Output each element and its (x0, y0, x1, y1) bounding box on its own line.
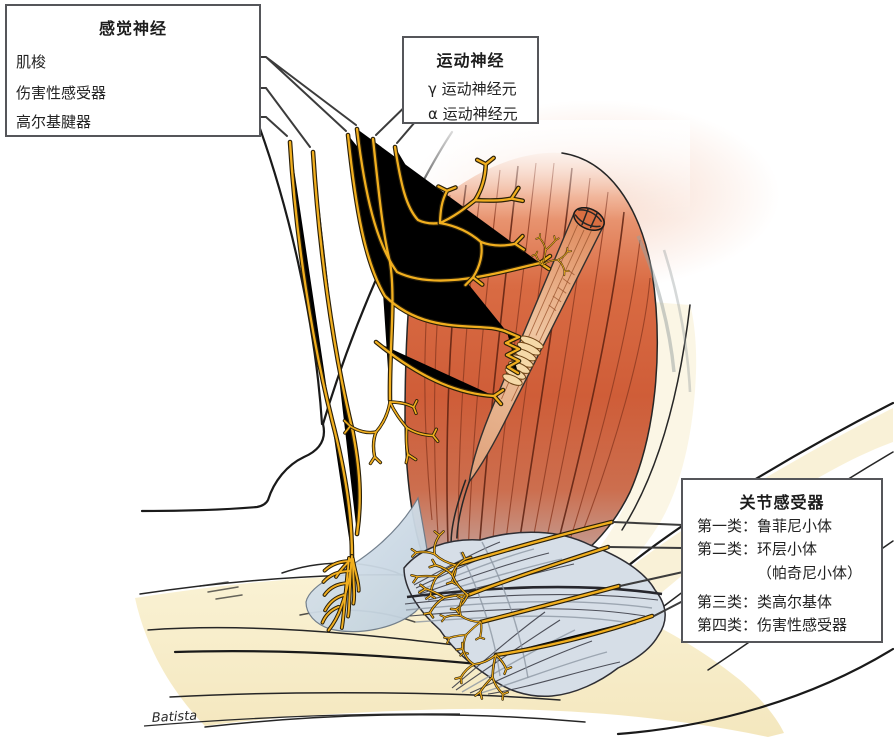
label-alpha-motoneuron: α 运动神经元 (428, 105, 518, 123)
sensory-box-title: 感觉神经 (98, 19, 167, 38)
artist-signature: Batista (143, 709, 461, 727)
joint-capsule (403, 531, 666, 698)
motor-nerve-box: 运动神经 γ 运动神经元 α 运动神经元 (402, 36, 539, 124)
sensory-nerve-box: 感觉神经 肌梭 伤害性感受器 高尔基腱器 (5, 4, 261, 137)
label-type4-nociceptor: 第四类：伤害性感受器 (697, 616, 848, 634)
motor-box-title: 运动神经 (436, 51, 505, 70)
label-muscle-spindle: 肌梭 (16, 53, 47, 71)
label-golgi-tendon: 高尔基腱器 (16, 113, 92, 131)
label-type3-golgilike: 第三类：类高尔基体 (697, 593, 833, 611)
label-type1-ruffini: 第一类：鲁菲尼小体 (697, 517, 833, 535)
muscle-spindle (450, 206, 605, 542)
label-gamma-motoneuron: γ 运动神经元 (428, 80, 517, 98)
capsule-fibers (404, 541, 663, 695)
label-nociceptor: 伤害性感受器 (16, 84, 107, 102)
joint-receptor-box: 关节感受器 第一类：鲁菲尼小体 第二类：环层小体 （帕奇尼小体） 第三类：类高尔… (681, 478, 883, 643)
label-type2-lamellar: 第二类：环层小体 (697, 540, 818, 558)
label-type2-pacinian: （帕奇尼小体） (757, 564, 863, 582)
signature-text: Batista (151, 709, 197, 726)
joint-box-title: 关节感受器 (739, 493, 825, 512)
